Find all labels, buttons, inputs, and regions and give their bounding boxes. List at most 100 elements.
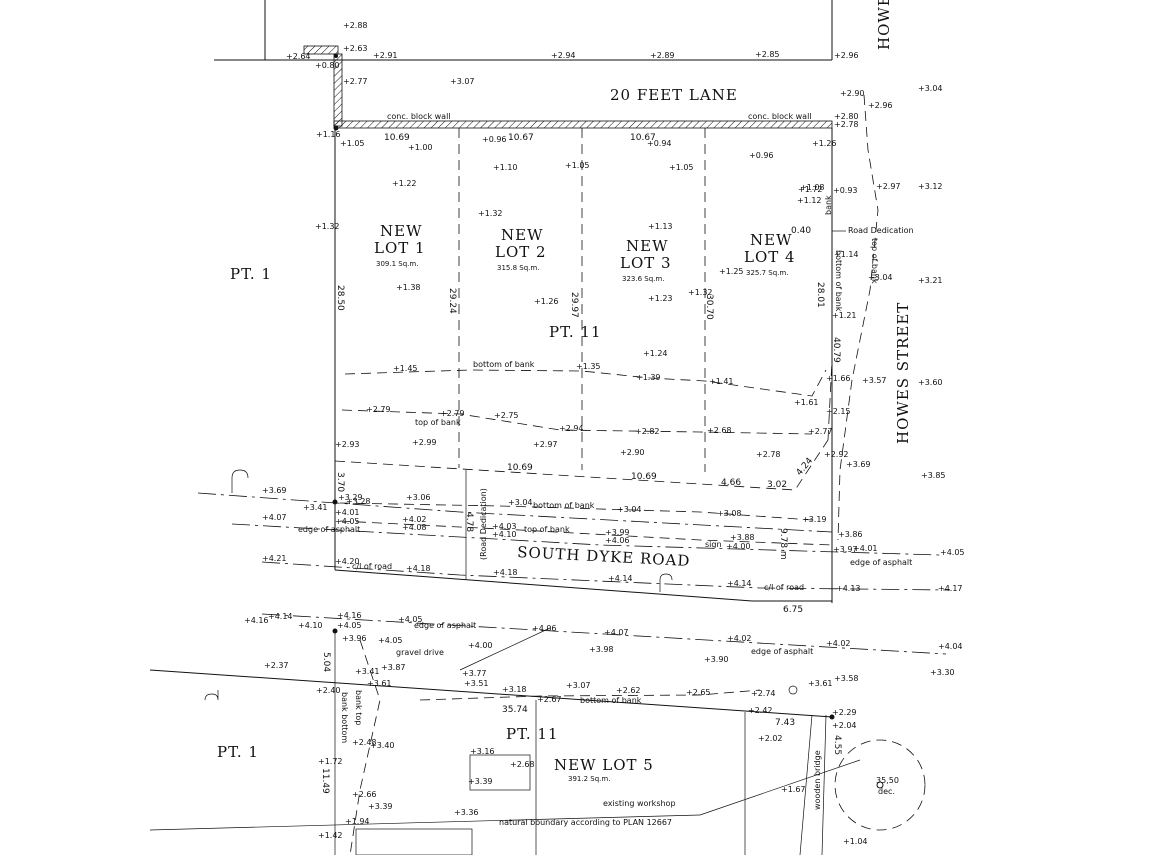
spot-elevation: +0.96 xyxy=(482,135,507,144)
spot-elevation: +3.51 xyxy=(464,679,489,688)
spot-elevation: +2.04 xyxy=(832,721,857,730)
lower-linework xyxy=(149,499,947,855)
dimension: 5.04 xyxy=(321,652,331,672)
note: top of bank xyxy=(415,418,461,427)
spot-elevation: +3.36 xyxy=(454,808,479,817)
spot-elevation: +4.10 xyxy=(298,621,323,630)
spot-elevation: +1.08 xyxy=(800,183,825,192)
spot-elevation: +3.40 xyxy=(370,741,395,750)
note: edge of asphalt xyxy=(298,525,360,534)
spot-elevation: +2.94 xyxy=(551,51,576,60)
note: edge of asphalt xyxy=(414,621,476,630)
dimension: 7.43 xyxy=(775,718,795,728)
spot-elevation: +2.37 xyxy=(264,661,289,670)
spot-elevation: +1.10 xyxy=(493,163,518,172)
spot-elevation: +1.42 xyxy=(318,831,343,840)
note: Road Dedication xyxy=(848,226,914,235)
note: bottom of bank xyxy=(533,501,595,510)
spot-elevation: +2.82 xyxy=(635,427,660,436)
tree-note: dec. xyxy=(878,787,895,796)
spot-elevation: +1.13 xyxy=(648,222,673,231)
spot-elevation: +4.07 xyxy=(604,628,629,637)
note: c/l of road xyxy=(352,562,392,571)
spot-elevation: +1.12 xyxy=(797,196,822,205)
spot-elevation: +3.99 xyxy=(605,528,630,537)
note: gravel drive xyxy=(396,648,444,657)
lot-3-label: NEW LOT 3 323.6 Sq.m. xyxy=(620,237,671,283)
spot-elevation: +1.61 xyxy=(794,398,819,407)
spot-elevation: +4.05 xyxy=(378,636,403,645)
spot-elevation: +3.04 xyxy=(617,505,642,514)
top-linework xyxy=(214,0,833,61)
spot-elevation: +2.63 xyxy=(343,44,368,53)
spot-elevation: +1.35 xyxy=(576,362,601,371)
note: bottom of bank xyxy=(834,250,843,312)
spot-elevation: +2.66 xyxy=(352,790,377,799)
spot-elevation: +4.16 xyxy=(244,616,269,625)
spot-elevation: +3.04 xyxy=(868,273,893,282)
spot-elevation: +1.67 xyxy=(781,785,806,794)
lane-label: 20 FEET LANE xyxy=(610,86,738,104)
spot-elevations: +2.88 +2.64 +0.80 +2.63 +2.91 +2.94 +2.8… xyxy=(244,21,965,846)
spot-elevation: +2.79 xyxy=(366,405,391,414)
spot-elevation: +2.90 xyxy=(620,448,645,457)
spot-elevation: +2.79 xyxy=(440,409,465,418)
lot-1-label: NEW LOT 1 309.1 Sq.m. xyxy=(374,222,425,268)
spot-elevation: +0.93 xyxy=(833,186,858,195)
note: (Road Dedication) xyxy=(479,488,488,560)
note: c/l of road xyxy=(764,583,804,592)
spot-elevation: +3.61 xyxy=(367,679,392,688)
spot-elevation: +4.02 xyxy=(727,634,752,643)
spot-elevation: +0.94 xyxy=(647,139,672,148)
spot-elevation: +4.14 xyxy=(727,579,752,588)
spot-elevation: +3.61 xyxy=(808,679,833,688)
spot-elevation: +3.30 xyxy=(930,668,955,677)
spot-elevation: +3.58 xyxy=(834,674,859,683)
spot-elevation: +2.94 xyxy=(559,424,584,433)
spot-elevation: +1.23 xyxy=(648,294,673,303)
dimension: 4.66 xyxy=(721,478,741,488)
spot-elevation: +4.06 xyxy=(605,536,630,545)
spot-elevation: +4.07 xyxy=(262,513,287,522)
spot-elevation: +1.32 xyxy=(688,288,713,297)
spot-elevation: +2.97 xyxy=(533,440,558,449)
spot-elevation: +1.26 xyxy=(534,297,559,306)
spot-elevation: +3.18 xyxy=(502,685,527,694)
spot-elevation: +3.29 xyxy=(338,493,363,502)
spot-elevation: +4.17 xyxy=(938,584,963,593)
dimension: 9.78 m xyxy=(778,528,788,560)
spot-elevation: +2.96 xyxy=(868,101,893,110)
dimension: 30.70 xyxy=(704,294,714,320)
dimension: 3.70 xyxy=(335,472,345,492)
spot-elevation: +4.00 xyxy=(726,542,751,551)
spot-elevation: +4.05 xyxy=(337,621,362,630)
spot-elevation: +3.21 xyxy=(918,276,943,285)
spot-elevation: +2.15 xyxy=(826,407,851,416)
spot-elevation: +3.39 xyxy=(468,777,493,786)
spot-elevation: +3.69 xyxy=(846,460,871,469)
spot-elevation: +1.66 xyxy=(826,374,851,383)
spot-elevation: +4.14 xyxy=(268,612,293,621)
curb-symbols xyxy=(204,469,673,701)
spot-elevation: +2.77 xyxy=(343,77,368,86)
spot-elevation: +4.00 xyxy=(468,641,493,650)
tree-note: 35,50 xyxy=(876,776,899,785)
spot-elevation: +1.26 xyxy=(812,139,837,148)
spot-elevation: +2.78 xyxy=(834,120,859,129)
spot-elevation: +2.80 xyxy=(834,112,859,121)
dimension-labels: 10.69 10.67 10.67 28.50 29.24 29.97 30.7… xyxy=(320,133,842,794)
note: bottom of bank xyxy=(473,360,535,369)
spot-elevation: +2.29 xyxy=(832,708,857,717)
spot-elevation: +4.05 xyxy=(335,517,360,526)
spot-elevation: +1.94 xyxy=(345,817,370,826)
lot-title: NEW LOT 5 xyxy=(554,756,654,774)
spot-elevation: +1.16 xyxy=(316,130,341,139)
spot-elevation: +2.74 xyxy=(751,689,776,698)
spot-elevation: +2.68 xyxy=(707,426,732,435)
spot-elevation: +1.22 xyxy=(392,179,417,188)
spot-elevation: +2.78 xyxy=(756,450,781,459)
spot-elevation: +3.57 xyxy=(862,376,887,385)
spot-elevation: +2.40 xyxy=(316,686,341,695)
spot-elevation: +3.77 xyxy=(462,669,487,678)
plan-notes: conc. block wall conc. block wall Road D… xyxy=(298,112,914,827)
